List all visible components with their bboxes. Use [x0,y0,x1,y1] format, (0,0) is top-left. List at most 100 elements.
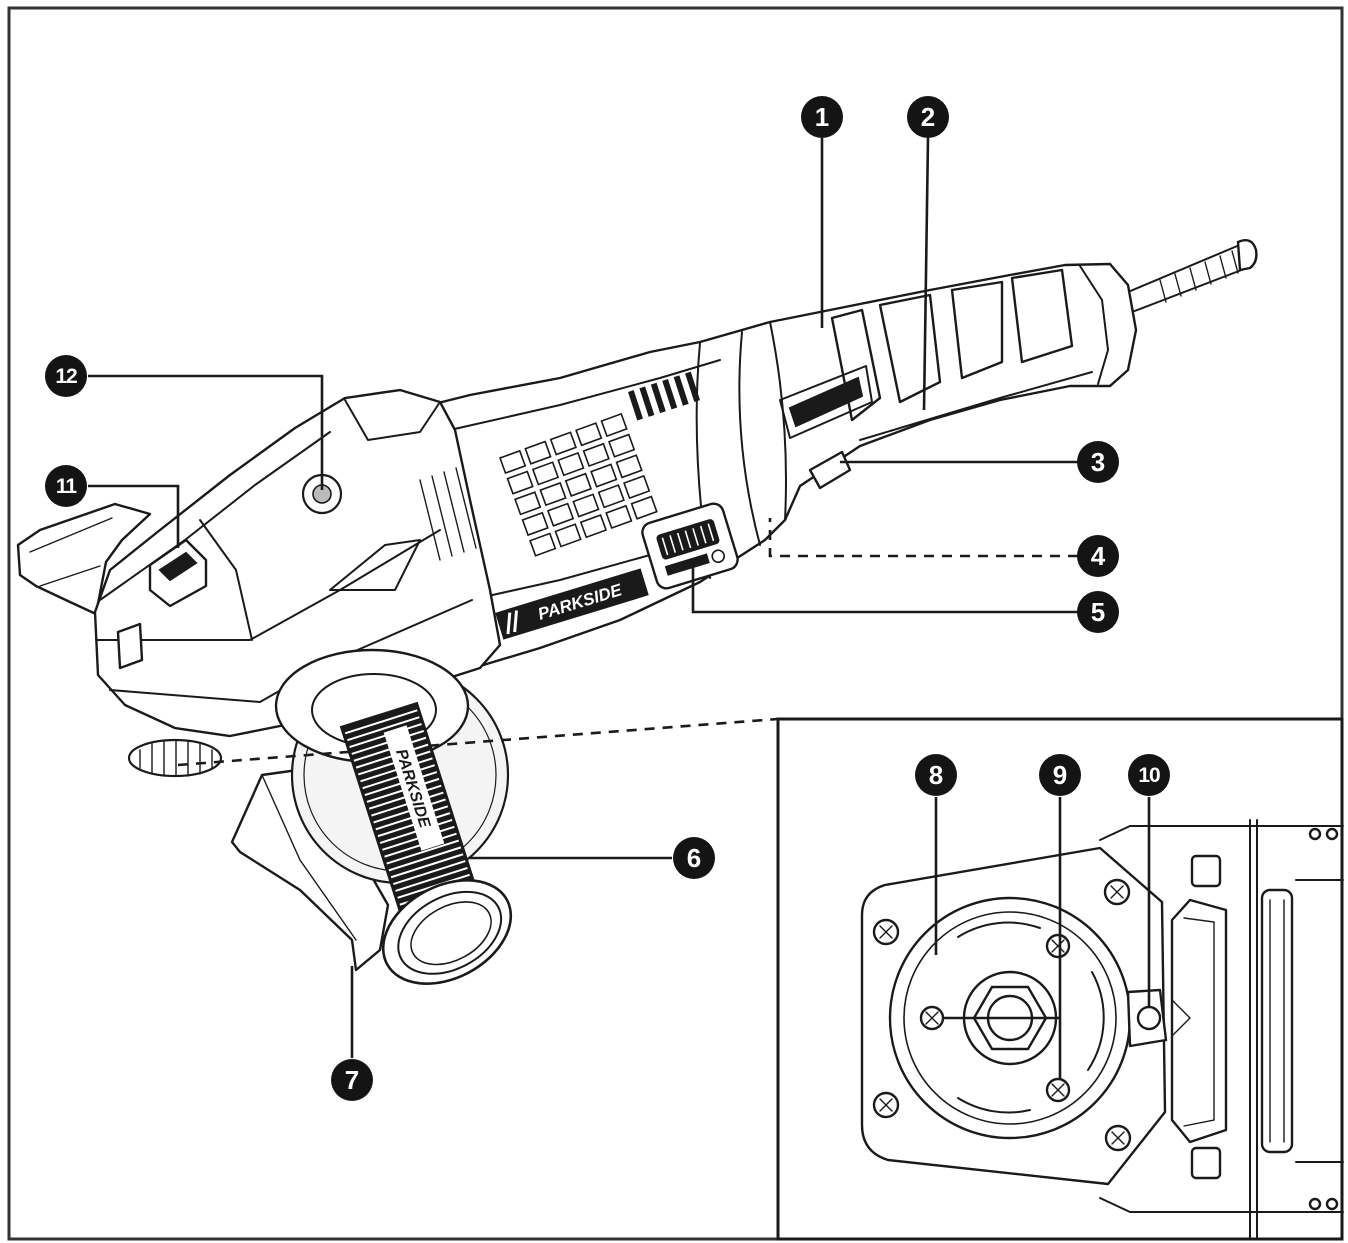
callout-10-circle [1128,754,1170,796]
detail-inset [776,717,1344,1241]
handle-rib [386,839,460,865]
inset-vent-hole-1 [1308,827,1322,841]
body-grid-cell [539,481,567,507]
rear-end-cap [1079,265,1109,385]
body-top-ridge [449,359,721,431]
wheel-guard [16,502,152,616]
gear-head-ridge [99,431,331,601]
gear-head-side-plate [329,539,421,591]
screw-cross [1051,1083,1065,1097]
callout-4: 4 [1077,535,1119,577]
callout-1: 1 [801,96,843,138]
body-grid-cell [607,433,636,458]
inset-vent-hole-4 [1325,1197,1339,1211]
inset-side-slot [1260,888,1294,1154]
body-grid-cell [506,470,534,495]
callout-5-circle [1077,591,1119,633]
brand-logo-stripes [506,610,518,635]
body-band-ring [769,321,787,521]
callout-11-number: 11 [56,475,78,498]
inset-rib-column-inner [1171,917,1215,1127]
callout-7-number: 7 [345,1065,359,1095]
side-handle-end-cap [381,879,513,985]
gear-head-housing [93,388,502,738]
inset-flange-slot-bottom [957,1097,1031,1114]
body-band-rear [738,331,761,546]
body-grid-cell [524,440,552,465]
plate-screw-bottom-left [872,1091,900,1119]
speed-dial-scale [664,553,710,576]
inset-rib-column [1170,898,1228,1144]
callout-8: 8 [915,754,957,796]
body-vent-slot [673,375,689,406]
gear-head-facet-3 [199,519,253,641]
handle-rib [388,846,462,872]
callout-3: 3 [1077,441,1119,483]
inset-vent-hole-3 [1308,1197,1322,1211]
callout-7-circle [331,1059,373,1101]
inset-housing-top [1099,825,1344,841]
callout-10: 10 [1128,754,1170,796]
body-grid-cell [521,511,549,537]
inset-lock-pin [1136,1005,1162,1031]
screw-cross [879,1098,893,1112]
body-grid-cell [605,504,633,530]
end-cap-inner [410,901,492,966]
speed-dial-ridges [661,523,715,556]
leader-5 [691,562,1078,614]
body-grid-cell [630,495,658,520]
plate-screw-top-right [1103,878,1131,906]
leader-11 [88,484,180,548]
body-vent-slot [650,382,666,414]
callout-8-circle [915,754,957,796]
speed-dial-screw [711,549,726,563]
ventilation-window-frame [779,365,873,439]
body-grid-cell [623,474,651,500]
inset-housing-bottom [1099,1197,1344,1213]
inset-housing-divider [1249,819,1258,1240]
callout-10-number: 10 [1138,764,1160,787]
body-grip-texture [498,412,658,557]
body-grid-cell [498,449,527,475]
guard-lower-edge [261,774,357,941]
handle-rib [392,860,466,886]
body-grid-cell [514,491,542,516]
body-grid-cell [531,461,560,486]
screw-cross [925,1011,939,1025]
plate-screw-top-left [872,918,900,946]
cable-lower-edge [1131,265,1253,313]
disc-screw-left [919,1005,945,1031]
switch-lock-slot [158,551,198,582]
side-handle: PARKSIDE [339,701,513,985]
inset-flange-slot-right [1087,971,1105,1071]
callout-6-circle [673,837,715,879]
callout-9: 9 [1039,754,1081,796]
body-vent-slot [685,371,701,402]
callout-7: 7 [331,1059,373,1101]
screw-cross [1111,1131,1125,1145]
callout-9-circle [1039,754,1081,796]
side-handle-label-background [383,725,445,851]
callout-6-number: 6 [687,843,701,873]
handle-rib [390,853,464,879]
screw-cross [879,925,893,939]
callout-4-number: 4 [1091,541,1106,571]
body-grid-cell [572,493,600,518]
grip-panel-3 [950,280,1004,380]
body-grid-cell [575,422,603,447]
callout-12: 12 [45,355,87,397]
grinder-main-view: PARKSIDE [16,239,1258,985]
strain-relief-ribs [1159,250,1239,303]
ventilation-window [788,376,864,428]
body-grid-cell [529,532,557,557]
body-grid-cell [557,451,585,477]
callout-3-circle [1077,441,1119,483]
body-grid-cell [579,514,608,539]
inset-bottom-tab [1190,1146,1222,1180]
body-grid-cell [564,472,593,497]
handle-rib [347,716,420,742]
body-grid-cell [554,523,582,548]
leader-4 [768,518,1078,558]
power-cable [1127,239,1258,313]
